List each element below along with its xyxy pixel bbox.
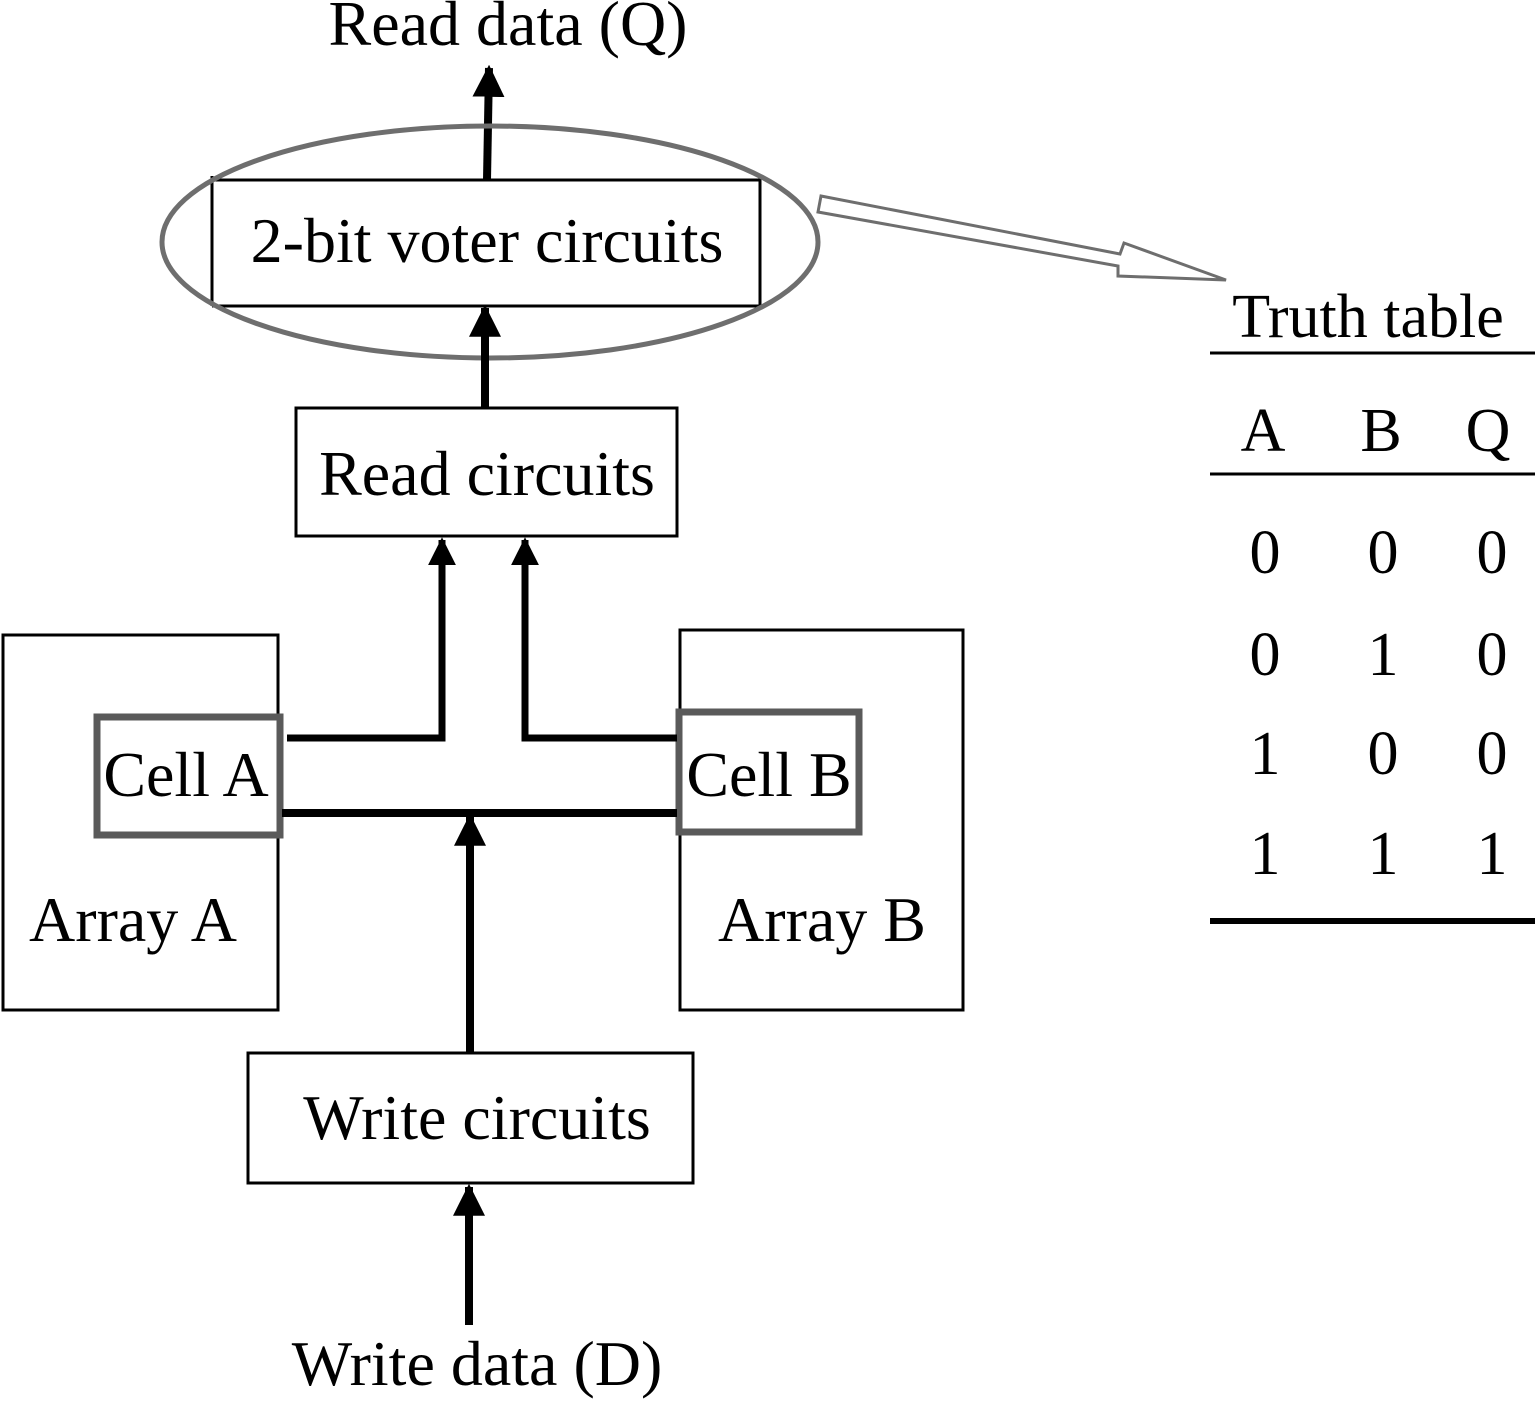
cell-b-read-path [511,537,677,742]
truth-table-cell: 1 [1250,720,1281,788]
cell-b-label: Cell B [686,739,851,810]
truth-table-cell: 1 [1250,820,1281,888]
truth-table-cell: 1 [1477,820,1508,888]
truth-table-cell: 1 [1368,820,1399,888]
truth-table-cell: 0 [1368,720,1399,788]
truth-table-header-b: B [1360,397,1401,465]
truth-table-cell: 1 [1368,621,1399,689]
truth-table: Truth table A B Q 0 0 0 0 1 0 1 0 0 1 1 … [1210,283,1535,924]
read-data-label: Read data (Q) [329,0,688,59]
write-circuits-box [246,1051,695,1185]
truth-table-cell: 0 [1477,621,1508,689]
read-circuits-box [294,406,679,538]
read-circuits-label: Read circuits [319,438,655,509]
truth-table-cell: 0 [1368,519,1399,587]
cell-a-read-path [287,537,456,742]
truth-table-header-q: Q [1466,397,1511,465]
write-circuits-label: Write circuits [303,1082,651,1153]
truth-table-header-a: A [1241,397,1286,465]
voter-block: 2-bit voter circuits [210,176,762,308]
cell-b-box [675,708,863,836]
array-a-label: Array A [29,884,237,955]
truth-table-cell: 0 [1250,519,1281,587]
cell-a-box [93,713,284,839]
truth-table-cell: 0 [1477,720,1508,788]
write-data-label: Write data (D) [292,1328,663,1399]
array-b-label: Array B [718,884,926,955]
truth-table-cell: 0 [1477,519,1508,587]
truth-table-title: Truth table [1232,283,1504,351]
voter-highlight-ellipse [159,123,821,361]
callout-arrow [816,194,1227,282]
voter-label: 2-bit voter circuits [251,205,724,276]
truth-table-cell: 0 [1250,621,1281,689]
cell-a-label: Cell A [103,739,268,810]
